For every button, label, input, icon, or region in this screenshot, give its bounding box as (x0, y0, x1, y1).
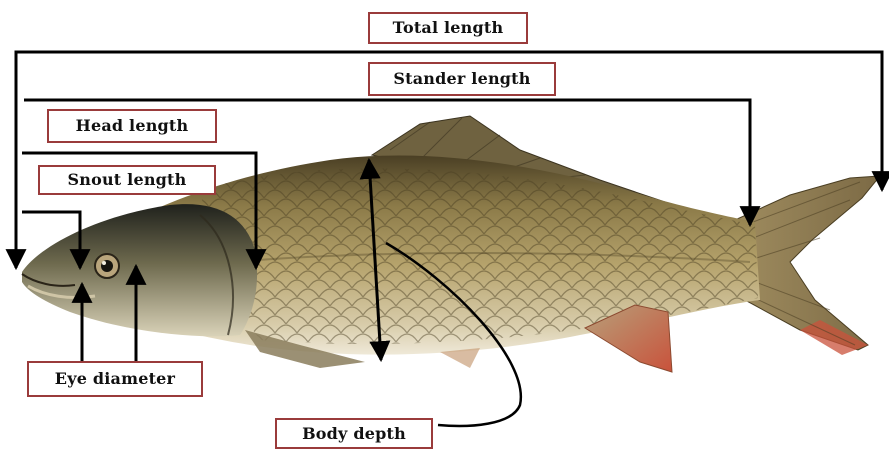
head-length-label: Head length (47, 109, 217, 143)
total-length-label: Total length (368, 12, 528, 44)
eye-diameter-label: Eye diameter (27, 361, 203, 397)
stander-length-label: Stander length (368, 62, 556, 96)
fish-head (22, 204, 257, 336)
snout-length-label: Snout length (38, 165, 216, 195)
body-depth-label: Body depth (275, 418, 433, 449)
